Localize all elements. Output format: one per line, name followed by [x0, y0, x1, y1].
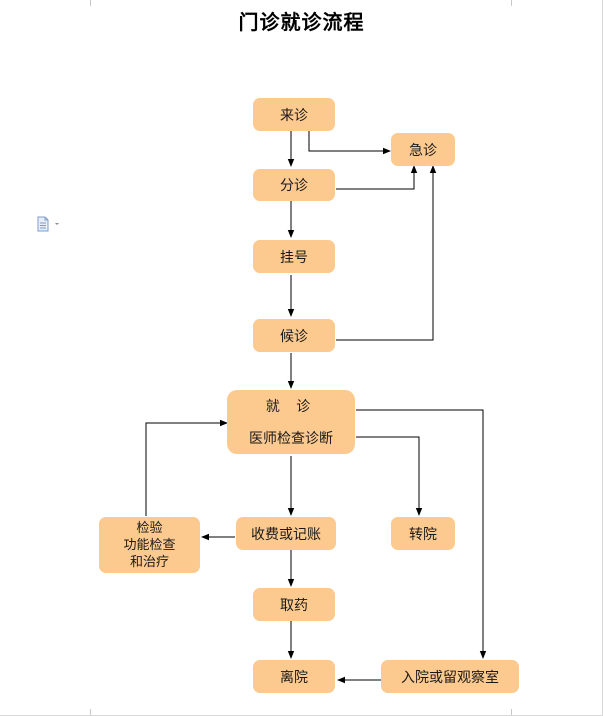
node-fenzhen[interactable]: 分诊 [253, 169, 335, 201]
node-label-line2: 功能检查 [123, 537, 176, 553]
page-title: 门诊就诊流程 [238, 10, 365, 34]
node-label: 分诊 [280, 178, 308, 194]
node-laizhen[interactable]: 来诊 [253, 98, 335, 131]
node-liyuan[interactable]: 离院 [253, 660, 335, 693]
node-label: 离院 [280, 669, 308, 686]
node-label: 取药 [280, 597, 308, 614]
arrow-fenzhen-jizhen [336, 165, 418, 190]
node-guahao[interactable]: 挂号 [253, 240, 335, 273]
node-shoufei[interactable]: 收费或记账 [236, 517, 336, 550]
node-label: 挂号 [280, 249, 308, 266]
arrow-jianyan-jiuzhen [145, 419, 228, 516]
node-houzhen[interactable]: 候诊 [253, 319, 335, 352]
arrow-jiuzhen-zhuanyuan [356, 436, 423, 516]
document-icon[interactable] [36, 216, 66, 232]
arrow-jiuzhen-ruyuan [356, 409, 487, 659]
node-label-line1: 就 诊 [265, 399, 317, 415]
node-label: 来诊 [280, 107, 308, 124]
page-corner-mark [511, 0, 522, 6]
node-label-line2: 医师检查诊断 [249, 431, 333, 447]
arrow-houzhen-jizhen [336, 165, 437, 341]
node-jiuzhen[interactable]: 就 诊 医师检查诊断 [227, 390, 355, 454]
node-jianyan[interactable]: 检验 功能检查 和治疗 [99, 517, 200, 573]
page-corner-mark [80, 709, 91, 715]
node-zhuanyuan[interactable]: 转院 [391, 517, 455, 550]
node-label-line1: 检验 [136, 520, 163, 536]
node-label: 收费或记账 [251, 526, 321, 543]
page-corner-mark [80, 0, 91, 6]
node-ruyuan[interactable]: 入院或留观察室 [381, 660, 519, 693]
node-label-line3: 和治疗 [129, 554, 169, 570]
node-label: 入院或留观察室 [401, 669, 499, 686]
node-jizhen[interactable]: 急诊 [391, 133, 455, 166]
page-corner-mark [511, 709, 522, 715]
node-label: 转院 [409, 526, 437, 543]
node-label: 急诊 [409, 142, 437, 159]
node-label: 候诊 [280, 328, 308, 345]
arrow-laizhen-jizhen [308, 131, 391, 155]
node-quyao[interactable]: 取药 [253, 588, 335, 621]
